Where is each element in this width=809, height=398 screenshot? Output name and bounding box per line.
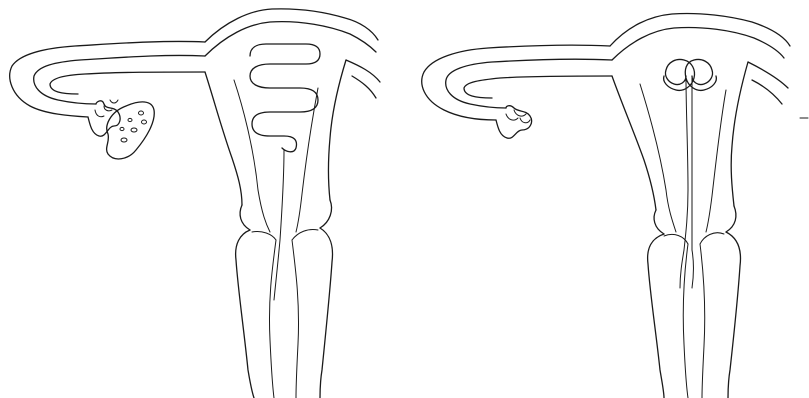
- right-panel: [422, 13, 808, 398]
- right-fimbriae: [496, 106, 532, 139]
- right-uterus: [610, 13, 808, 398]
- left-panel: [10, 9, 380, 398]
- left-ovary: [107, 102, 155, 159]
- left-fallopian-tube: [10, 41, 205, 117]
- left-uterus: [205, 9, 380, 398]
- left-fimbriae: [88, 100, 120, 136]
- s-shaped-iud: [250, 44, 320, 300]
- right-fallopian-tube: [422, 45, 612, 120]
- double-spiral-iud: [664, 59, 717, 288]
